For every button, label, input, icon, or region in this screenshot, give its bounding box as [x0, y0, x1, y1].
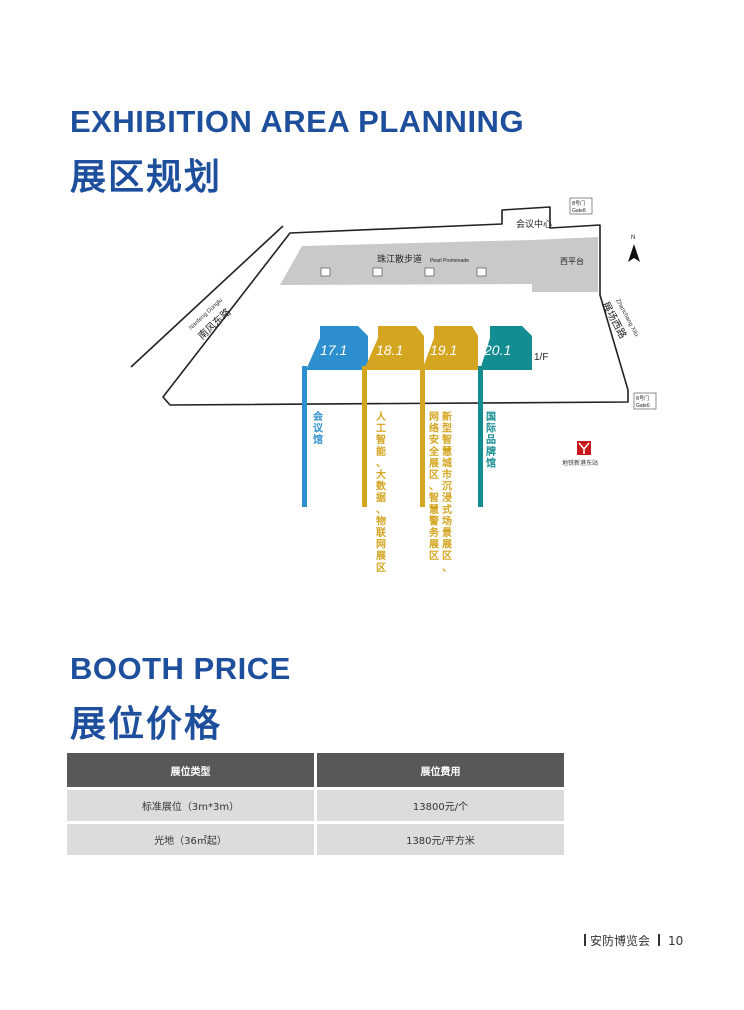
hall-17-1-label: 17.1 — [320, 342, 347, 358]
table-row: 标准展位（3m*3m） 13800元/个 — [67, 790, 564, 824]
hall-19-1: 19.1 — [420, 326, 478, 507]
gate6-en-label: Gate6 — [636, 403, 650, 409]
north-label: N — [631, 235, 635, 241]
section-title-zh: 展区规划 — [70, 157, 223, 198]
metro-station-label: 地铁新港东站 — [562, 459, 598, 467]
site-outline — [162, 206, 629, 406]
footer-divider — [658, 934, 661, 946]
booth-price-table: 展位类型 展位费用 标准展位（3m*3m） 13800元/个 光地（36㎡起） … — [67, 753, 564, 858]
road-line — [130, 225, 284, 368]
hall-18-1-label: 18.1 — [376, 342, 403, 358]
west-platform — [532, 237, 598, 292]
header-booth-fee: 展位费用 — [317, 753, 564, 790]
floor-label: 1/F — [534, 352, 548, 363]
hall-20-1-label: 20.1 — [483, 342, 511, 358]
west-platform-label: 西平台 — [560, 256, 584, 266]
pearl-promenade — [280, 240, 530, 285]
hall-description-4: 国际品牌馆 — [486, 411, 496, 469]
conference-center-label: 会议中心 — [516, 218, 552, 230]
hall-description-1: 人工智能、大数据、物联网展区 — [376, 410, 387, 574]
gate6-box — [633, 392, 657, 410]
hall-descriptions: 会议馆 人工智能、大数据、物联网展区 新型智慧城市沉浸式场景展区、网络安全展区、智慧… — [313, 410, 496, 574]
hall-19-1-label: 19.1 — [430, 342, 457, 358]
cell-type: 标准展位（3m*3m） — [67, 790, 317, 824]
hall-description-0: 会议馆 — [313, 410, 324, 446]
header-booth-type: 展位类型 — [67, 753, 317, 790]
booth-price-title-en: BOOTH PRICE — [70, 651, 291, 686]
hall-description-2: 新型智慧城市沉浸式场景展区、 — [442, 410, 452, 574]
page-footer: 安防博览会 10 — [580, 932, 683, 949]
promenade-door-icons — [320, 267, 487, 277]
gate8-label: 8号门 — [572, 200, 585, 207]
metro-icon — [577, 441, 591, 455]
promenade-label-zh: 珠江散步道 — [377, 253, 422, 265]
section-title-en: EXHIBITION AREA PLANNING — [70, 104, 525, 139]
gate8-en-label: Gate8 — [572, 208, 586, 214]
north-arrow-icon — [628, 244, 640, 262]
hall-20-1: 20.1 — [478, 326, 532, 507]
table-row: 光地（36㎡起） 1380元/平方米 — [67, 824, 564, 858]
footer-divider — [584, 934, 586, 946]
footer-title: 安防博览会 — [590, 934, 651, 948]
hall-17-1: 17.1 — [302, 326, 368, 507]
gate6-label: 6号门 — [636, 395, 649, 402]
hall-description-3: 网络安全展区、智慧警务展区 — [428, 411, 440, 562]
cell-fee: 13800元/个 — [317, 790, 564, 824]
booth-price-title-zh: 展位价格 — [70, 704, 223, 745]
cell-type: 光地（36㎡起） — [67, 824, 317, 858]
promenade-label-en: Pearl Promenade — [430, 258, 469, 264]
hall-18-1: 18.1 — [362, 326, 424, 507]
table-header-row: 展位类型 展位费用 — [67, 753, 564, 790]
cell-fee: 1380元/平方米 — [317, 824, 564, 858]
gate8-box — [569, 197, 593, 215]
exhibition-floor-plan: 会议中心 8号门 Gate8 6号门 Gate6 N 珠江散步道 Pearl P… — [130, 197, 657, 574]
page-number: 10 — [668, 934, 684, 948]
